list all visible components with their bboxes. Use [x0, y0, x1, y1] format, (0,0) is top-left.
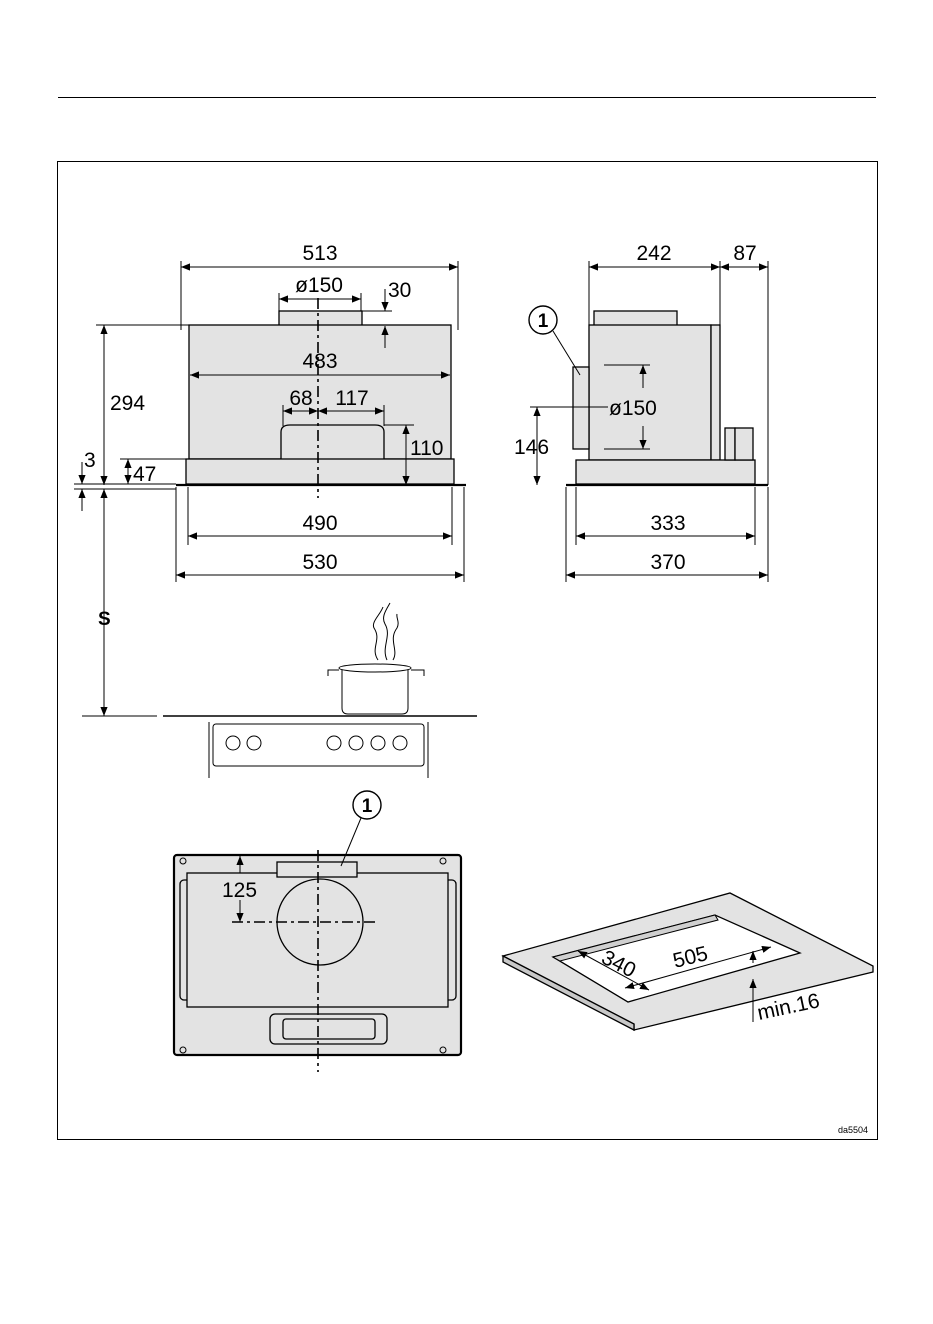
side-callout-number: 1 — [538, 311, 549, 332]
front-cutout-width-label: 490 — [302, 512, 337, 535]
front-offset-left-label: 68 — [289, 387, 312, 410]
clearance-label: S — [98, 609, 111, 630]
front-outlet-diameter-label: ø150 — [295, 274, 343, 297]
front-base-height-label: 47 — [133, 463, 156, 486]
top-view: 125 1 — [174, 791, 461, 1072]
top-outlet-stub — [277, 862, 357, 877]
side-handle — [725, 428, 735, 460]
cooktop-knob — [226, 736, 240, 750]
cooktop-knob — [393, 736, 407, 750]
cooktop-knob — [349, 736, 363, 750]
front-outlet-stub — [279, 311, 362, 326]
cooktop-knob — [371, 736, 385, 750]
top-filter-handle-inner — [283, 1019, 375, 1039]
side-view: 242 87 1 ø150 146 333 370 — [514, 242, 768, 582]
side-outlet-diameter-label: ø150 — [609, 397, 657, 420]
cooktop-control-panel — [213, 724, 424, 766]
steam-icon — [373, 603, 398, 660]
front-overall-width-label: 530 — [302, 551, 337, 574]
side-rear-offset-label: 87 — [733, 242, 756, 265]
cooktop-knob — [327, 736, 341, 750]
cutout-view: 340 505 min.16 — [503, 893, 873, 1030]
front-offset-right-label: 117 — [335, 387, 368, 410]
front-view: 513 ø150 30 294 483 68 117 110 47 — [74, 242, 466, 582]
side-hood-body — [589, 325, 711, 460]
side-overall-depth-label: 370 — [650, 551, 685, 574]
drawing-id: da5504 — [838, 1125, 868, 1135]
front-plate-thickness-label: 3 — [84, 449, 96, 472]
side-base — [576, 460, 755, 484]
front-base — [186, 459, 454, 484]
front-filter-housing — [281, 425, 384, 459]
clearance-view: S — [82, 489, 477, 778]
cooktop-knob — [247, 736, 261, 750]
side-cutout-depth-label: 333 — [650, 512, 685, 535]
front-width-top-label: 513 — [302, 242, 337, 265]
top-callout-number: 1 — [362, 796, 373, 817]
side-depth-label: 242 — [636, 242, 671, 265]
front-filter-height-label: 110 — [410, 437, 443, 460]
side-outlet-flange — [573, 367, 589, 449]
front-outlet-height-label: 30 — [388, 279, 411, 302]
side-outlet-stub — [594, 311, 677, 326]
front-height-total-label: 294 — [110, 392, 145, 415]
top-outlet-offset-label: 125 — [222, 879, 257, 902]
side-handle — [735, 428, 753, 460]
side-front-panel — [711, 325, 720, 460]
pot-icon — [328, 664, 424, 714]
front-inner-width-label: 483 — [302, 350, 337, 373]
side-outlet-center-height-label: 146 — [514, 436, 549, 459]
